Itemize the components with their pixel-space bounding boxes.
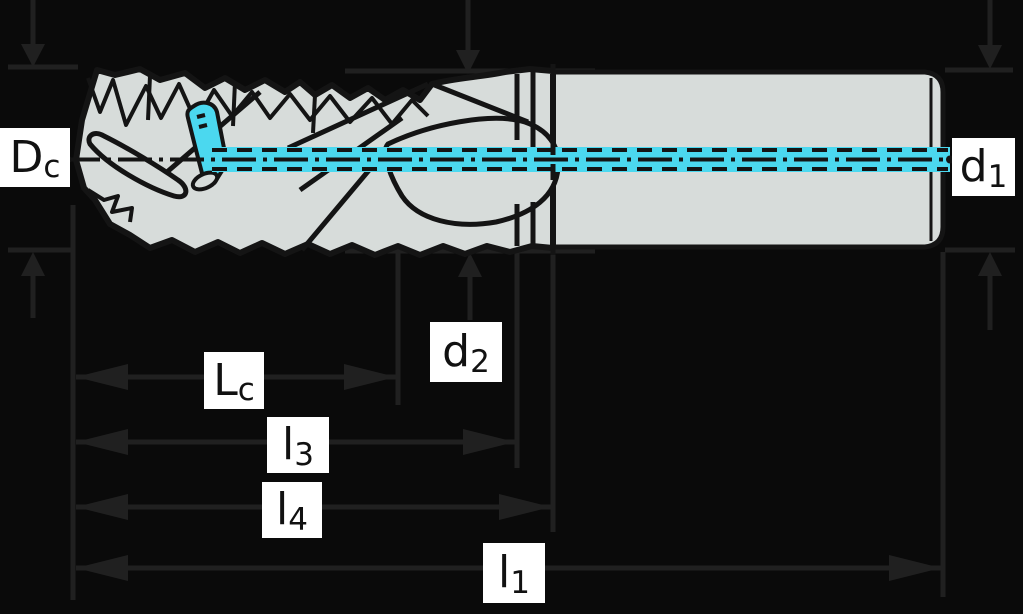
cutting-diameter-subscript: c bbox=[43, 149, 61, 185]
coolant-layer bbox=[66, 100, 954, 192]
l1-right-arrowhead bbox=[889, 555, 941, 581]
dc-top-arrowhead bbox=[21, 44, 45, 67]
tip-lower-teeth bbox=[86, 188, 134, 223]
d2-bottom-arrowhead bbox=[458, 253, 482, 277]
flute-runout-lines bbox=[514, 71, 536, 247]
lc-left-arrowhead bbox=[76, 364, 128, 390]
cutting-length-subscript: c bbox=[237, 372, 255, 408]
overall-length-subscript: 1 bbox=[510, 564, 530, 601]
l4-right-arrowhead bbox=[499, 494, 551, 520]
shank-diameter-symbol: d bbox=[959, 141, 988, 192]
coolant-exit-hole bbox=[190, 170, 220, 192]
neck-diameter-symbol: d bbox=[442, 326, 471, 377]
d2-top-arrowhead bbox=[456, 50, 480, 74]
l3-left-arrowhead bbox=[76, 429, 128, 455]
l3-right-arrowhead bbox=[463, 429, 515, 455]
length-l3-symbol: l bbox=[282, 419, 295, 470]
lc-right-arrowhead bbox=[344, 364, 396, 390]
length-l4-symbol: l bbox=[276, 484, 289, 535]
shank-diameter-subscript: 1 bbox=[987, 158, 1008, 195]
d1-top-arrowhead bbox=[978, 45, 1002, 69]
cutting-diameter-symbol: D bbox=[9, 131, 44, 183]
overall-length-symbol: l bbox=[498, 547, 511, 598]
cutting-length-symbol: L bbox=[213, 354, 238, 406]
tip-gash bbox=[86, 131, 189, 200]
coolant-branch-dashes bbox=[196, 113, 208, 129]
length-l4-subscript: 4 bbox=[288, 501, 308, 538]
l4-left-arrowhead bbox=[76, 494, 128, 520]
serration-zigzag bbox=[86, 77, 430, 127]
l1-left-arrowhead bbox=[76, 555, 128, 581]
dc-bottom-arrowhead bbox=[21, 252, 45, 276]
length-l3-subscript: 3 bbox=[294, 436, 314, 473]
neck-diameter-subscript: 2 bbox=[470, 343, 490, 380]
serration-verticals bbox=[146, 75, 317, 134]
d1-bottom-arrowhead bbox=[978, 252, 1002, 276]
